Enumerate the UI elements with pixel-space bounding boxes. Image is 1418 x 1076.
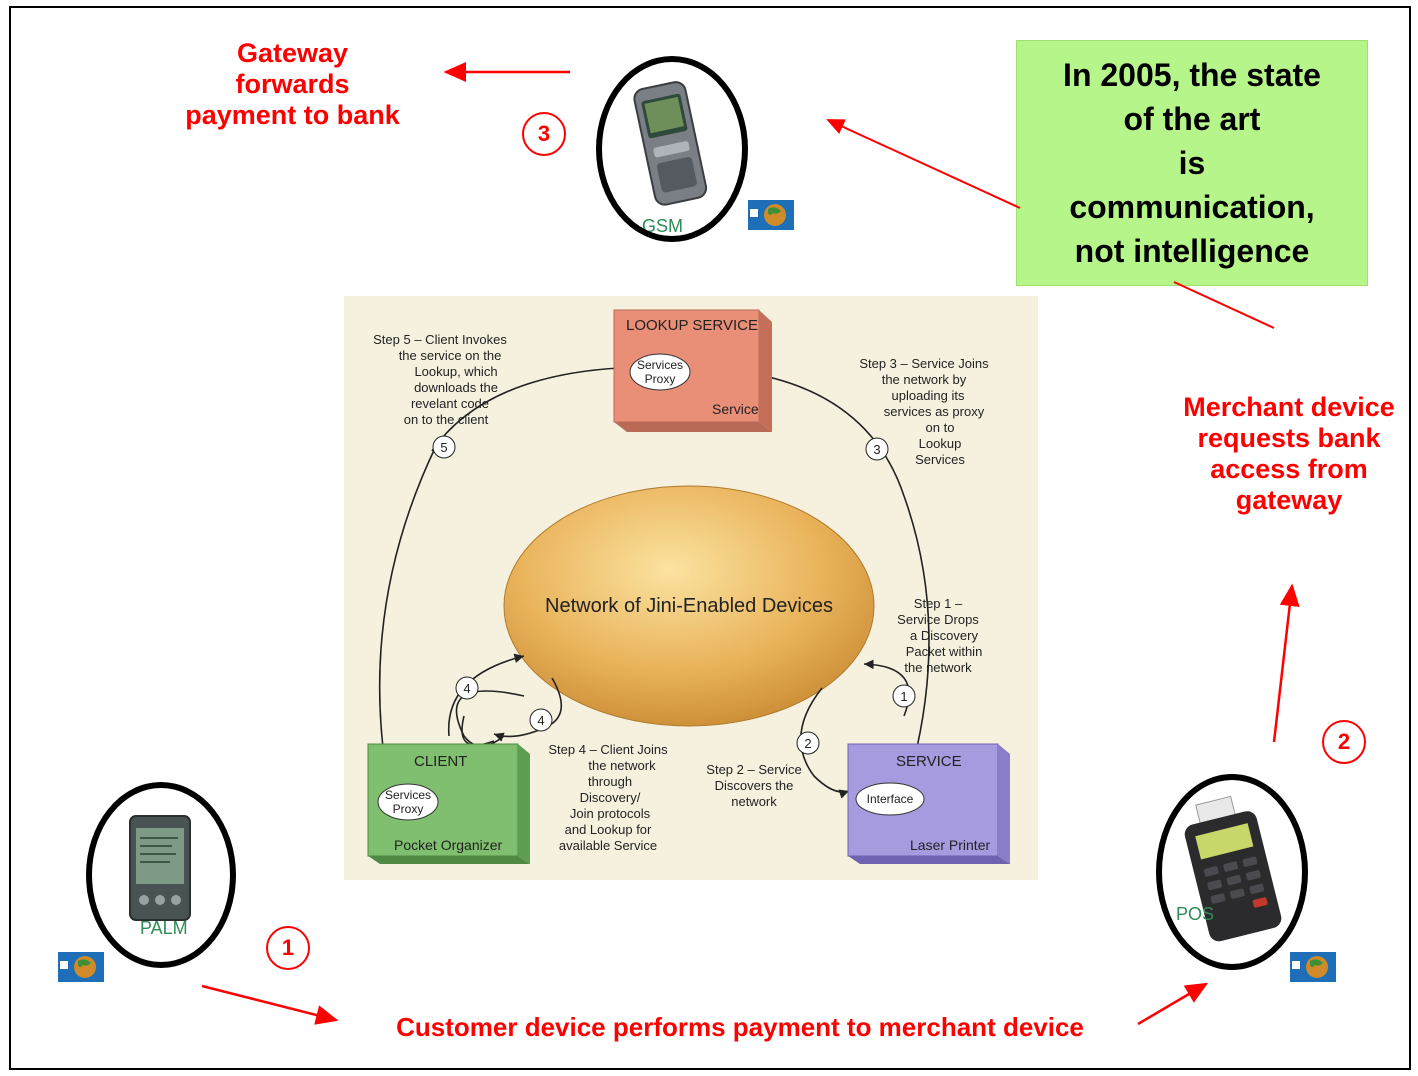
client-proxy-label: Services [385,788,431,802]
step-number-1: 1 [266,926,310,970]
step-marker: 4 [455,676,479,700]
step-marker-label: 3 [873,442,880,457]
lookup-proxy-label: Proxy [645,372,676,386]
callout-line: payment to bank [185,100,400,130]
step3-line: Lookup [919,436,962,451]
globe-icon [1290,952,1336,982]
step-marker-label: 2 [804,736,811,751]
step4-line: through [588,774,632,789]
step1-text: Step 1 – Service Drops a Discovery Packe… [897,596,982,675]
step5-text: Step 5 – Client Invokes the service on t… [373,332,507,427]
palm-device-ellipse: PALM [86,782,236,968]
lookup-proxy-label: Services [637,358,683,372]
pos-label: POS [1176,904,1215,924]
step-marker-label: 4 [537,713,544,728]
lookup-service-label: Service [712,401,759,417]
step4-line: available Service [559,838,657,853]
callout-line: gateway [1235,485,1343,515]
slide-border [9,6,1411,1070]
client-device-label: Pocket Organizer [394,837,502,853]
step3-line: Step 3 – Service Joins [859,356,989,371]
step5-line: the service on the [399,348,502,363]
client-lookup-arc [378,445,437,757]
mobile-phone-icon [633,81,708,206]
step4-text: Step 4 – Client Joins the network throug… [548,742,668,853]
service-box: SERVICE Interface Laser Printer [847,743,1010,864]
step1-line: a Discovery [910,628,978,643]
step-number-3: 3 [522,112,566,156]
step-marker-label: 5 [440,440,447,455]
pos-device-ellipse: POS [1156,774,1308,970]
step3-line: Services [915,452,965,467]
step4-line: Join protocols [570,806,651,821]
pda-icon [129,815,191,921]
lookup-service-title: LOOKUP SERVICE [626,317,758,334]
step-marker-label: 1 [900,689,907,704]
palm-label: PALM [140,918,188,938]
step1-line: Service Drops [897,612,979,627]
gsm-device-ellipse: GSM [596,56,748,242]
lookup-service-box: LOOKUP SERVICE Services Proxy Service [613,309,772,432]
service-interface-label: Interface [867,792,914,806]
step5-line: on to the client [404,412,489,427]
step2-arc [799,687,850,799]
client-title: CLIENT [414,753,467,770]
merchant-requests-callout: Merchant device requests bank access fro… [1160,392,1418,516]
step-marker-label: 4 [463,681,470,696]
step5-line: Lookup, which [414,364,497,379]
step-number-2: 2 [1322,720,1366,764]
client-box: CLIENT Services Proxy Pocket Organizer [367,743,530,864]
step5-line: Step 5 – Client Invokes [373,332,507,347]
note-text: In 2005, the state of the art is communi… [1063,57,1321,269]
step-marker: 5 [432,435,456,459]
step2-line: network [731,794,777,809]
network-ellipse [503,485,875,727]
step3-line: on to [926,420,955,435]
callout-line: Gateway [236,38,349,68]
step-marker: 3 [865,437,889,461]
step2-line: Discovers the [715,778,794,793]
client-proxy-label: Proxy [393,802,424,816]
service-device-label: Laser Printer [910,837,990,853]
step4-arc [493,677,563,742]
step-marker: 2 [796,731,820,755]
note-box: In 2005, the state of the art is communi… [1016,40,1368,286]
network-label: Network of Jini-Enabled Devices [545,595,833,617]
step5-arc [431,367,620,452]
step5-line: downloads the [414,380,498,395]
jini-diagram-svg: Network of Jini-Enabled Devices LOOKUP S… [367,309,1010,864]
service-title: SERVICE [896,753,962,770]
step2-text: Step 2 – Service Discovers the network [706,762,801,809]
globe-icon [58,952,104,982]
step3-line: the network by [882,372,967,387]
callout-line: forwards [235,69,350,99]
step-marker: 1 [892,684,916,708]
callout-line: access from [1210,454,1368,484]
step3-text: Step 3 – Service Joins the network by up… [859,356,989,467]
step4-line: and Lookup for [565,822,652,837]
step4-line: the network [588,758,656,773]
gsm-label: GSM [642,216,684,236]
step4-line: Discovery/ [580,790,641,805]
step1-line: Step 1 – [914,596,963,611]
callout-line: Merchant device [1183,392,1395,422]
step4-loop-arc [461,715,495,746]
step2-line: Step 2 – Service [706,762,801,777]
step3-line: uploading its [892,388,965,403]
step5-line: revelant code [411,396,489,411]
payment-terminal-icon [1184,795,1282,942]
gateway-forwards-callout: Gateway forwards payment to bank [150,38,435,131]
step1-line: Packet within [906,644,983,659]
customer-pays-callout: Customer device performs payment to merc… [396,1012,1084,1042]
callout-line: requests bank [1197,423,1381,453]
step-marker: 4 [529,708,553,732]
step3-line: services as proxy [884,404,985,419]
step1-line: the network [904,660,972,675]
step4-line: Step 4 – Client Joins [548,742,668,757]
globe-icon [748,200,794,230]
jini-diagram: Network of Jini-Enabled Devices LOOKUP S… [344,296,1038,880]
